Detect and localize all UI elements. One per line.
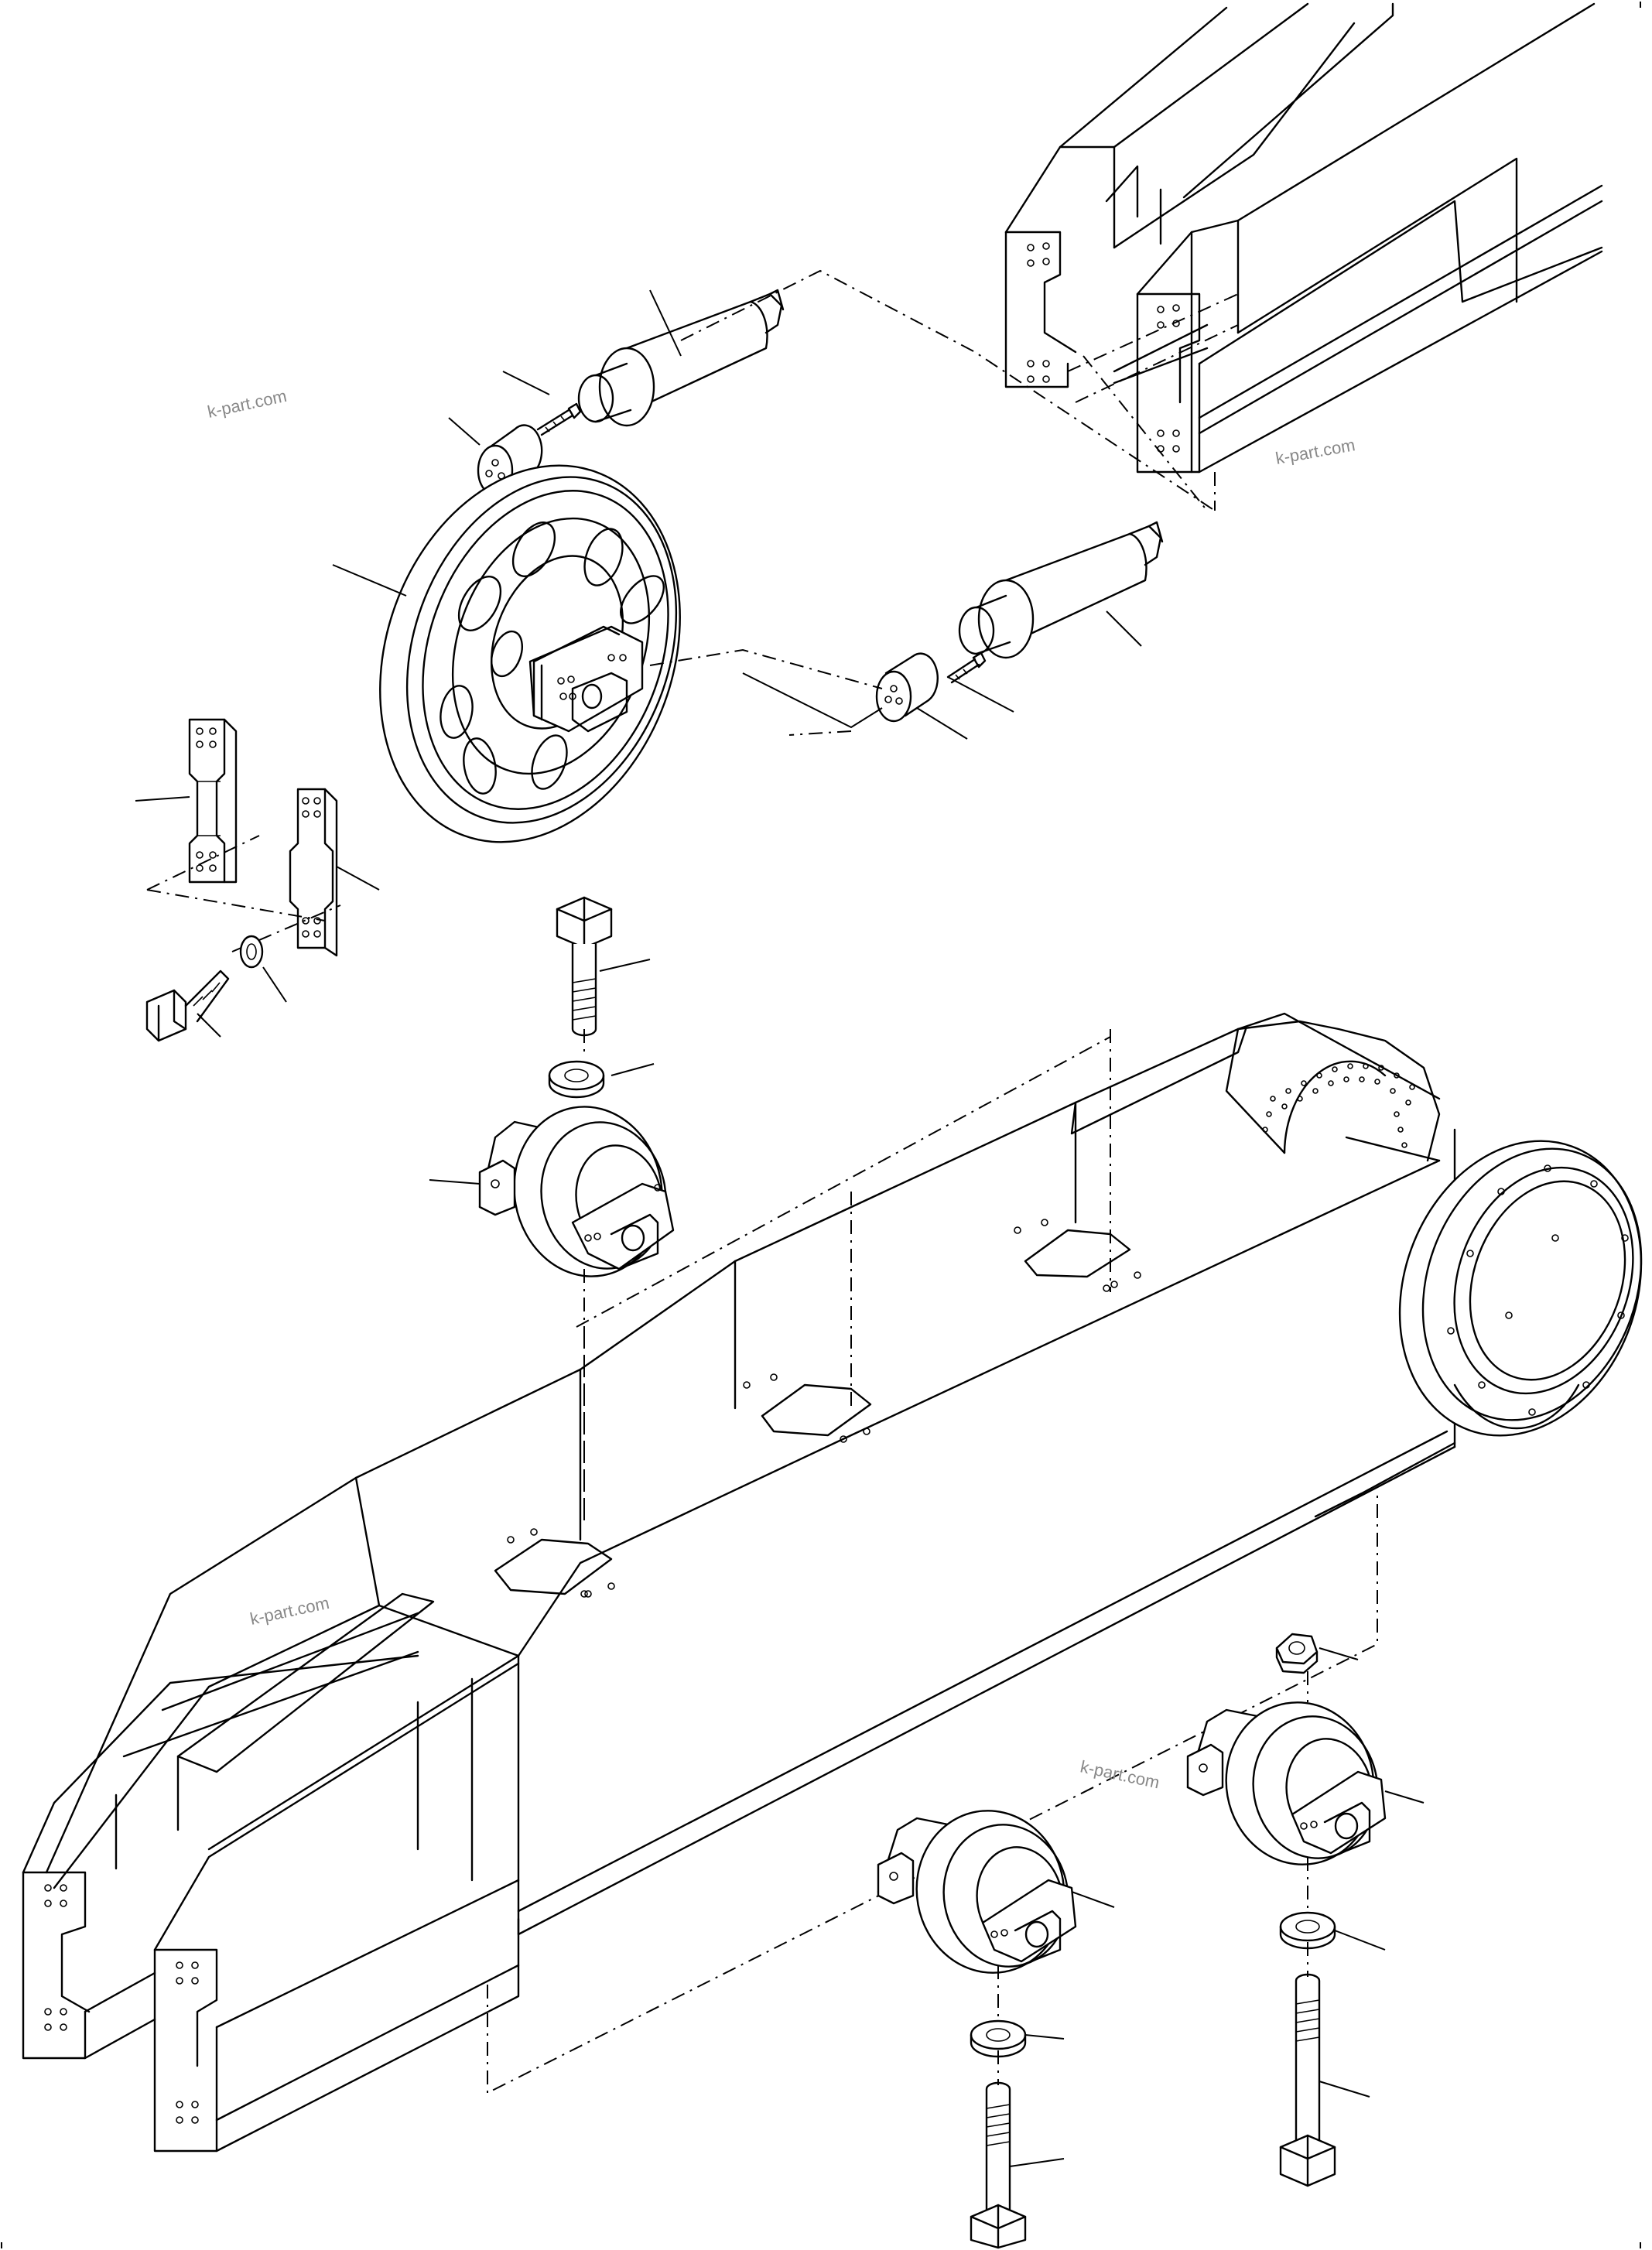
idler-shaft-lower [958,521,1164,659]
idler-wheel [379,464,681,843]
track-frame [22,1012,1456,2153]
guide-washer [239,935,264,969]
carrier-roller [478,1106,675,1277]
screw-upper [536,402,582,436]
bushing-lower [875,652,939,723]
watermark-4: k-part.com [1079,1756,1161,1792]
roller-nut [1275,1633,1319,1674]
frame-rear-yoke [1004,2,1603,511]
guide-bolt [145,969,230,1042]
screw-lower [946,651,987,684]
watermark-1: k-part.com [206,386,289,422]
track-roller-center [877,1810,1077,1974]
guide-plate-right [289,788,338,957]
carrier-washer [548,1060,605,1099]
watermark-3: k-part.com [248,1593,331,1629]
track-roller-right [1186,1701,1387,1865]
idler-shaft-upper [577,289,785,427]
guide-plate-left [188,718,238,884]
carrier-bolt [556,896,613,1037]
roller-bolt-center [970,2081,1027,2249]
final-drive-flange [1398,1140,1643,1437]
watermark-2: k-part.com [1274,435,1357,468]
roller-bolt-right [1279,1973,1336,2187]
